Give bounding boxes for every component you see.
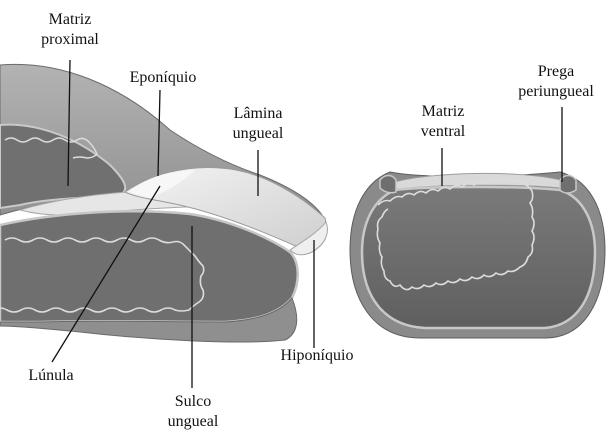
label-lunula: Lúnula — [6, 366, 96, 386]
label-hiponiquio-text: Hiponíquio — [262, 346, 372, 366]
label-lunula-text: Lúnula — [6, 366, 96, 386]
label-prega-periungueal: Prega periungueal — [506, 62, 606, 102]
label-matriz-ventral-line2: ventral — [400, 122, 486, 142]
label-eponiquio: Eponíquio — [108, 68, 218, 88]
label-prega-periungueal-line2: periungueal — [506, 82, 606, 102]
label-hiponiquio: Hiponíquio — [262, 346, 372, 366]
label-lamina-ungueal-line1: Lâmina — [215, 104, 301, 124]
label-sulco-ungueal-line1: Sulco — [148, 392, 238, 412]
transverse-pulp — [362, 187, 595, 328]
label-matriz-proximal: Matriz proximal — [22, 10, 118, 50]
label-prega-periungueal-line1: Prega — [506, 62, 606, 82]
label-sulco-ungueal-line2: ungueal — [148, 412, 238, 432]
lateral-fold-left — [380, 176, 396, 193]
nail-transverse-section — [350, 172, 605, 338]
label-lamina-ungueal-line2: ungueal — [215, 124, 301, 144]
label-lamina-ungueal: Lâmina ungueal — [215, 104, 301, 144]
label-eponiquio-text: Eponíquio — [108, 68, 218, 88]
label-matriz-ventral: Matriz ventral — [400, 102, 486, 142]
label-matriz-ventral-line1: Matriz — [400, 102, 486, 122]
label-matriz-proximal-line2: proximal — [22, 30, 118, 50]
label-sulco-ungueal: Sulco ungueal — [148, 392, 238, 432]
label-matriz-proximal-line1: Matriz — [22, 10, 118, 30]
